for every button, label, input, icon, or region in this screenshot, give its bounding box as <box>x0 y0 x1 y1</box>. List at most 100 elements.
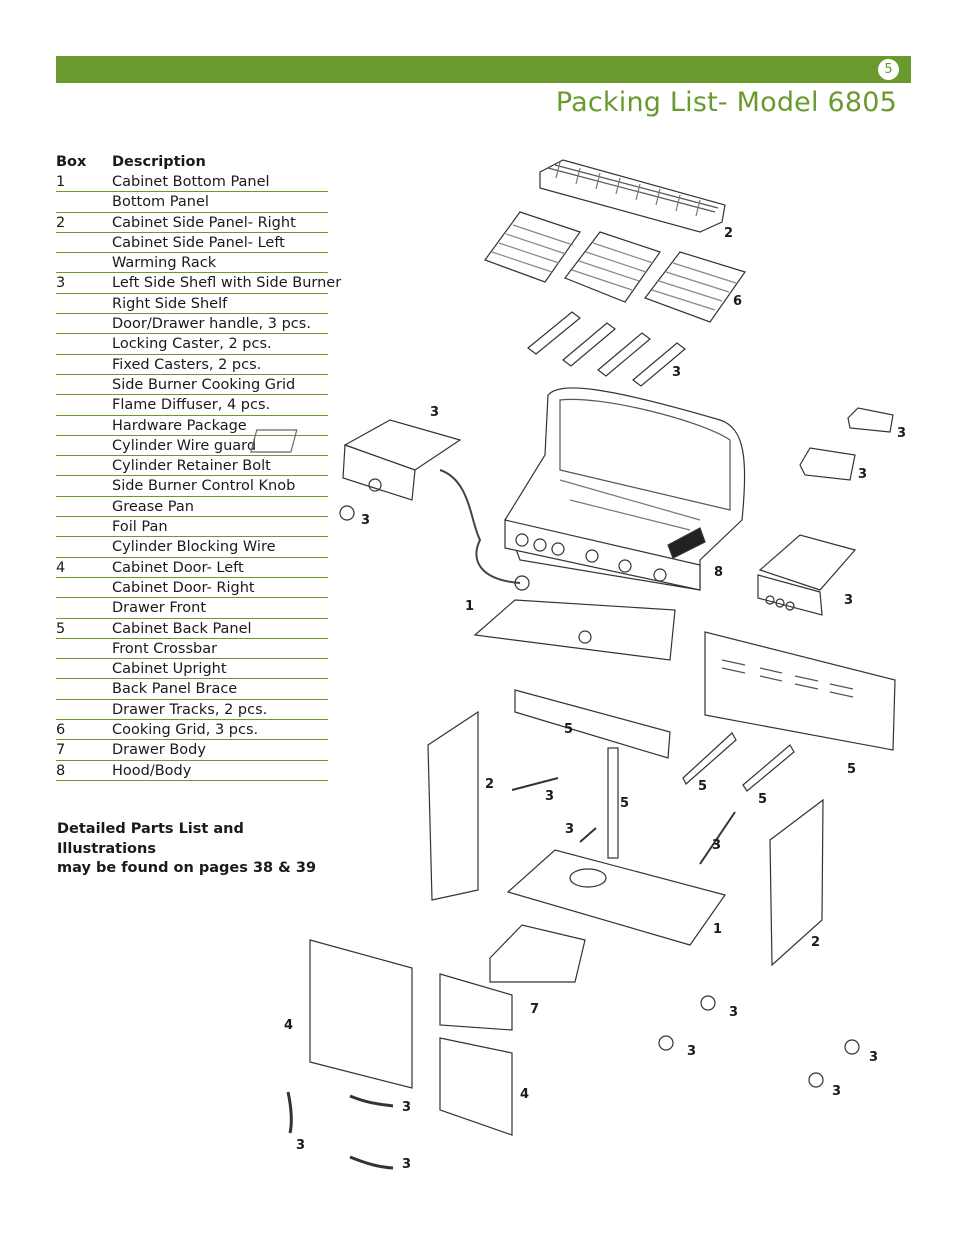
row-description: Cabinet Side Panel- Right <box>112 214 296 231</box>
callout-door-left: 4 <box>284 1018 293 1033</box>
callout-right-shelf: 3 <box>844 593 853 608</box>
callout-front-crossbar: 5 <box>564 722 573 737</box>
table-row: Foil Pan <box>56 517 328 538</box>
callout-flame-diffusers: 3 <box>672 365 681 380</box>
callout-blocking-wire: 3 <box>565 822 574 837</box>
callout-door-right: 4 <box>520 1087 529 1102</box>
callout-grease-pan: 3 <box>897 426 906 441</box>
callout-hood-body: 8 <box>714 565 723 580</box>
table-row: Cylinder Retainer Bolt <box>56 456 328 477</box>
row-description: Cylinder Retainer Bolt <box>112 458 271 475</box>
table-row: Door/Drawer handle, 3 pcs. <box>56 314 328 335</box>
callout-left-side-panel: 2 <box>485 777 494 792</box>
table-row: Back Panel Brace <box>56 679 328 700</box>
parts-note-line-2: may be found on pages 38 & 39 <box>57 860 317 876</box>
row-description: Cabinet Back Panel <box>112 620 252 637</box>
callout-caster-2: 3 <box>687 1044 696 1059</box>
drawer-body-illustration <box>489 924 586 983</box>
hood-body-illustration <box>504 387 746 591</box>
row-description: Right Side Shelf <box>112 295 228 312</box>
grease-pans-illustration <box>799 407 894 481</box>
callout-track-right: 5 <box>758 792 767 807</box>
row-box-number: 5 <box>56 620 66 637</box>
table-row: Grease Pan <box>56 497 328 518</box>
warming-rack-illustration <box>539 159 726 233</box>
callout-caster-3: 3 <box>869 1050 878 1065</box>
row-box-number: 7 <box>56 742 66 759</box>
table-row: Cabinet Side Panel- Left <box>56 233 328 254</box>
table-row: Locking Caster, 2 pcs. <box>56 334 328 355</box>
row-box-number: 1 <box>56 174 66 190</box>
table-row: Front Crossbar <box>56 639 328 660</box>
front-crossbar-illustration <box>514 689 671 759</box>
table-row: Drawer Tracks, 2 pcs. <box>56 700 328 721</box>
row-box-number: 3 <box>56 275 66 292</box>
cabinet-bottom-illustration <box>506 849 726 946</box>
row-description: Side Burner Control Knob <box>112 478 296 495</box>
door-left-illustration <box>309 939 413 1089</box>
bottom-panel-hole <box>578 630 592 644</box>
table-header: Box Description <box>56 152 328 172</box>
parts-note: Detailed Parts List and Illustrations ma… <box>57 820 347 879</box>
row-description: Cabinet Door- Left <box>112 559 244 576</box>
row-description: Front Crossbar <box>112 640 218 657</box>
caster-2-illustration <box>658 1035 674 1051</box>
bottom-panel-illustration <box>473 599 676 661</box>
caster-4-illustration <box>808 1072 824 1088</box>
callout-left-shelf: 3 <box>430 405 439 420</box>
row-description: Locking Caster, 2 pcs. <box>112 336 272 353</box>
row-description: Cylinder Wire guard <box>112 437 257 454</box>
right-side-shelf-illustration <box>757 534 857 616</box>
blocking-wire-illustration <box>579 827 597 843</box>
callout-right-side-panel: 2 <box>811 935 820 950</box>
header-bar: 5 <box>56 56 911 83</box>
row-box-number: 8 <box>56 762 66 779</box>
row-description: Bottom Panel <box>112 194 209 211</box>
parts-note-line-1: Detailed Parts List and Illustrations <box>57 821 244 857</box>
row-description: Drawer Tracks, 2 pcs. <box>112 701 268 718</box>
row-description: Grease Pan <box>112 498 194 515</box>
table-row: Cabinet Door- Right <box>56 578 328 599</box>
right-side-panel-illustration <box>769 798 824 967</box>
callout-handle-1: 3 <box>296 1138 305 1153</box>
table-row: Side Burner Control Knob <box>56 476 328 497</box>
row-description: Cabinet Bottom Panel <box>112 174 270 190</box>
handle-3-illustration <box>349 1155 394 1170</box>
left-side-shelf-illustration <box>250 419 530 591</box>
flame-diffusers-illustration <box>527 311 686 387</box>
table-row: 8 Hood/Body <box>56 761 328 781</box>
row-description: Hood/Body <box>112 762 192 779</box>
table-row: Side Burner Cooking Grid <box>56 375 328 396</box>
callout-drawer-body: 7 <box>530 1002 539 1017</box>
table-row: Drawer Front <box>56 598 328 619</box>
callout-cooking-grids: 6 <box>733 294 742 309</box>
callout-bottom-panel: 1 <box>465 599 474 614</box>
callout-caster-1: 3 <box>729 1005 738 1020</box>
page-title: Packing List- Model 6805 <box>555 87 897 118</box>
callout-caster-4: 3 <box>832 1084 841 1099</box>
table-row: Cylinder Wire guard <box>56 436 328 457</box>
handle-2-illustration <box>349 1094 394 1108</box>
table-row: Warming Rack <box>56 253 328 274</box>
table-row: 5 Cabinet Back Panel <box>56 619 328 639</box>
callout-retainer-bolt: 3 <box>545 789 554 804</box>
table-row: Cylinder Blocking Wire <box>56 537 328 558</box>
table-row: 1 Cabinet Bottom Panel <box>56 172 328 193</box>
row-description: Side Burner Cooking Grid <box>112 376 296 393</box>
control-knob-illustration <box>339 505 355 521</box>
row-description: Fixed Casters, 2 pcs. <box>112 356 262 373</box>
retainer-bolt-illustration <box>511 777 559 791</box>
table-row: Bottom Panel <box>56 192 328 213</box>
handle-1-illustration <box>286 1091 293 1134</box>
callout-foil-pan: 3 <box>858 467 867 482</box>
back-panel-illustration <box>704 631 896 751</box>
table-row: Fixed Casters, 2 pcs. <box>56 355 328 375</box>
row-description: Cabinet Door- Right <box>112 579 255 596</box>
caster-1-illustration <box>700 995 716 1011</box>
